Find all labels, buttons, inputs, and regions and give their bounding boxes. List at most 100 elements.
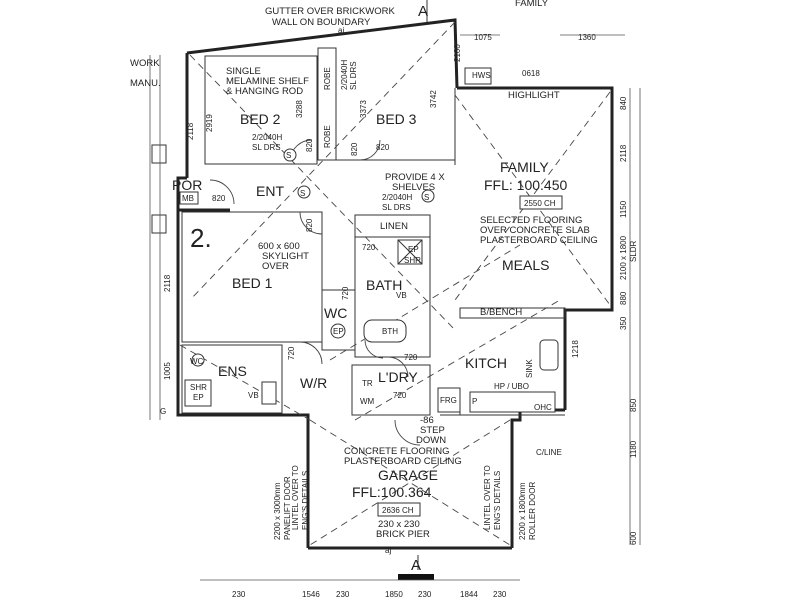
label-bbench: B/BENCH (480, 307, 522, 318)
note-work: WORK (130, 58, 160, 69)
dim-bottom-1546: 1546 (302, 590, 320, 599)
label-tr: TR (362, 379, 373, 388)
dim-bottom-230-2: 230 (336, 590, 350, 599)
vanity-ens-icon (261, 381, 277, 405)
note-garage-floor-2: PLASTERBOARD CEILING (344, 456, 462, 467)
label-vb-1: VB (396, 291, 407, 300)
door-bed2-2: SL DRS (252, 143, 281, 152)
room-ens: ENS (218, 363, 247, 379)
label-caline: C/LINE (536, 448, 562, 457)
label-wm: WM (360, 397, 375, 406)
dim-1218: 1218 (571, 340, 580, 358)
smoke-alarm-icon-3 (283, 148, 297, 162)
interior-walls (181, 47, 566, 416)
note-shelf-2: MELAMINE SHELF (226, 76, 309, 87)
door-robe-1: 2/2040H (340, 60, 349, 90)
bathtub-icon (363, 319, 407, 343)
dim-bottom-1850: 1850 (385, 590, 403, 599)
room-kitch: KITCH (465, 355, 507, 371)
note-family-top: FAMILY (515, 0, 549, 9)
section-label-top: A (418, 3, 428, 20)
dim-820-e: 820 (376, 143, 390, 152)
note-pier-2: BRICK PIER (376, 529, 430, 540)
room-wc: WC (324, 305, 347, 321)
note-roller-2: ROLLER DOOR (528, 482, 537, 540)
toilet-icon (330, 323, 346, 339)
sink-icon (539, 339, 559, 371)
note-pier-1: 230 x 230 (378, 519, 420, 530)
room-meals: MEALS (502, 257, 549, 273)
dim-350: 350 (619, 316, 628, 330)
section-bar (398, 574, 434, 580)
dim-1150: 1150 (619, 200, 628, 218)
dim-840: 840 (619, 96, 628, 110)
dim-3742: 3742 (429, 90, 438, 108)
dim-820-d: 820 (305, 218, 314, 232)
dim-720-c: 720 (404, 353, 418, 362)
dim-1075: 1075 (474, 33, 492, 42)
label-wc-small: WC (190, 357, 204, 366)
note-step-3: DOWN (416, 435, 446, 446)
dim-1180: 1180 (629, 440, 638, 458)
dim-2118-right: 2118 (619, 144, 628, 162)
dim-850: 850 (629, 398, 638, 412)
dim-2100: 2100 (453, 44, 462, 62)
dim-bottom-230-4: 230 (493, 590, 507, 599)
dimension-lines (149, 34, 641, 581)
section-marker-top: A (418, 0, 428, 22)
dim-820-a: 820 (305, 138, 314, 152)
dim-0618: 0618 (522, 69, 540, 78)
note-roller-1: 2200 x 1800mm (518, 482, 527, 540)
room-por: POR (172, 177, 202, 193)
label-ep-3: EP (193, 393, 204, 402)
smoke-s-2: S (424, 193, 429, 202)
room-ent: ENT (256, 183, 284, 199)
dim-820-b: 820 (350, 142, 359, 156)
note-shelves-1: PROVIDE 4 X (385, 172, 445, 183)
dim-3373: 3373 (359, 100, 368, 118)
label-bth: BTH (382, 327, 398, 336)
door-robe-2: SL DRS (349, 61, 358, 90)
fixtures (151, 67, 559, 413)
smoke-alarm-icon-2 (421, 189, 435, 203)
dim-600: 600 (629, 531, 638, 545)
garage-ch-box (377, 502, 421, 517)
label-frg: FRG (440, 396, 457, 405)
note-flooring-3: PLASTERBOARD CEILING (480, 235, 598, 246)
dim-3288: 3288 (295, 100, 304, 118)
dim-2118-left-1: 2118 (186, 122, 195, 140)
note-flooring-2: OVER CONCRETE SLAB (480, 225, 590, 236)
label-robe-2: ROBE (323, 125, 332, 148)
door-linen-1: 2/2040H (382, 193, 412, 202)
note-shelf-3: & HANGING ROD (226, 86, 303, 97)
dim-bottom-1844: 1844 (460, 590, 478, 599)
dim-880: 880 (619, 291, 628, 305)
label-sink: SINK (525, 359, 534, 378)
smoke-s-1: S (300, 189, 305, 198)
dim-1360: 1360 (578, 33, 596, 42)
note-skylight-3: OVER (262, 261, 289, 272)
fridge-space (437, 387, 461, 413)
note-gutter-2: WALL ON BOUNDARY (272, 17, 371, 28)
roof-lines (179, 21, 611, 546)
sheet-number: 2. (190, 223, 212, 253)
room-ldry: L'DRY (378, 369, 418, 385)
label-shr-1: SHR (404, 256, 421, 265)
dim-720-a: 720 (362, 243, 376, 252)
label-mb: MB (182, 194, 194, 203)
aj-bottom: aj (385, 546, 391, 555)
note-garage-floor-1: CONCRETE FLOORING (344, 446, 450, 457)
shower-ens-icon (184, 379, 212, 407)
note-lintel-right-2: ENG'S DETAILS (493, 471, 502, 530)
note-panelift-2: PANELIFT DOOR (283, 476, 292, 540)
smoke-alarm-icon (297, 185, 311, 199)
label-p: P (472, 397, 477, 406)
family-ffl: FFL: 100.450 (484, 177, 567, 193)
dim-720-d: 720 (287, 346, 296, 360)
room-bath: BATH (366, 277, 402, 293)
label-ohc: OHC (534, 403, 552, 412)
meter-box-icon (151, 144, 167, 164)
label-hp-ubo: HP / UBO (494, 382, 529, 391)
smoke-s-3: S (286, 151, 291, 160)
room-bed1: BED 1 (232, 275, 273, 291)
